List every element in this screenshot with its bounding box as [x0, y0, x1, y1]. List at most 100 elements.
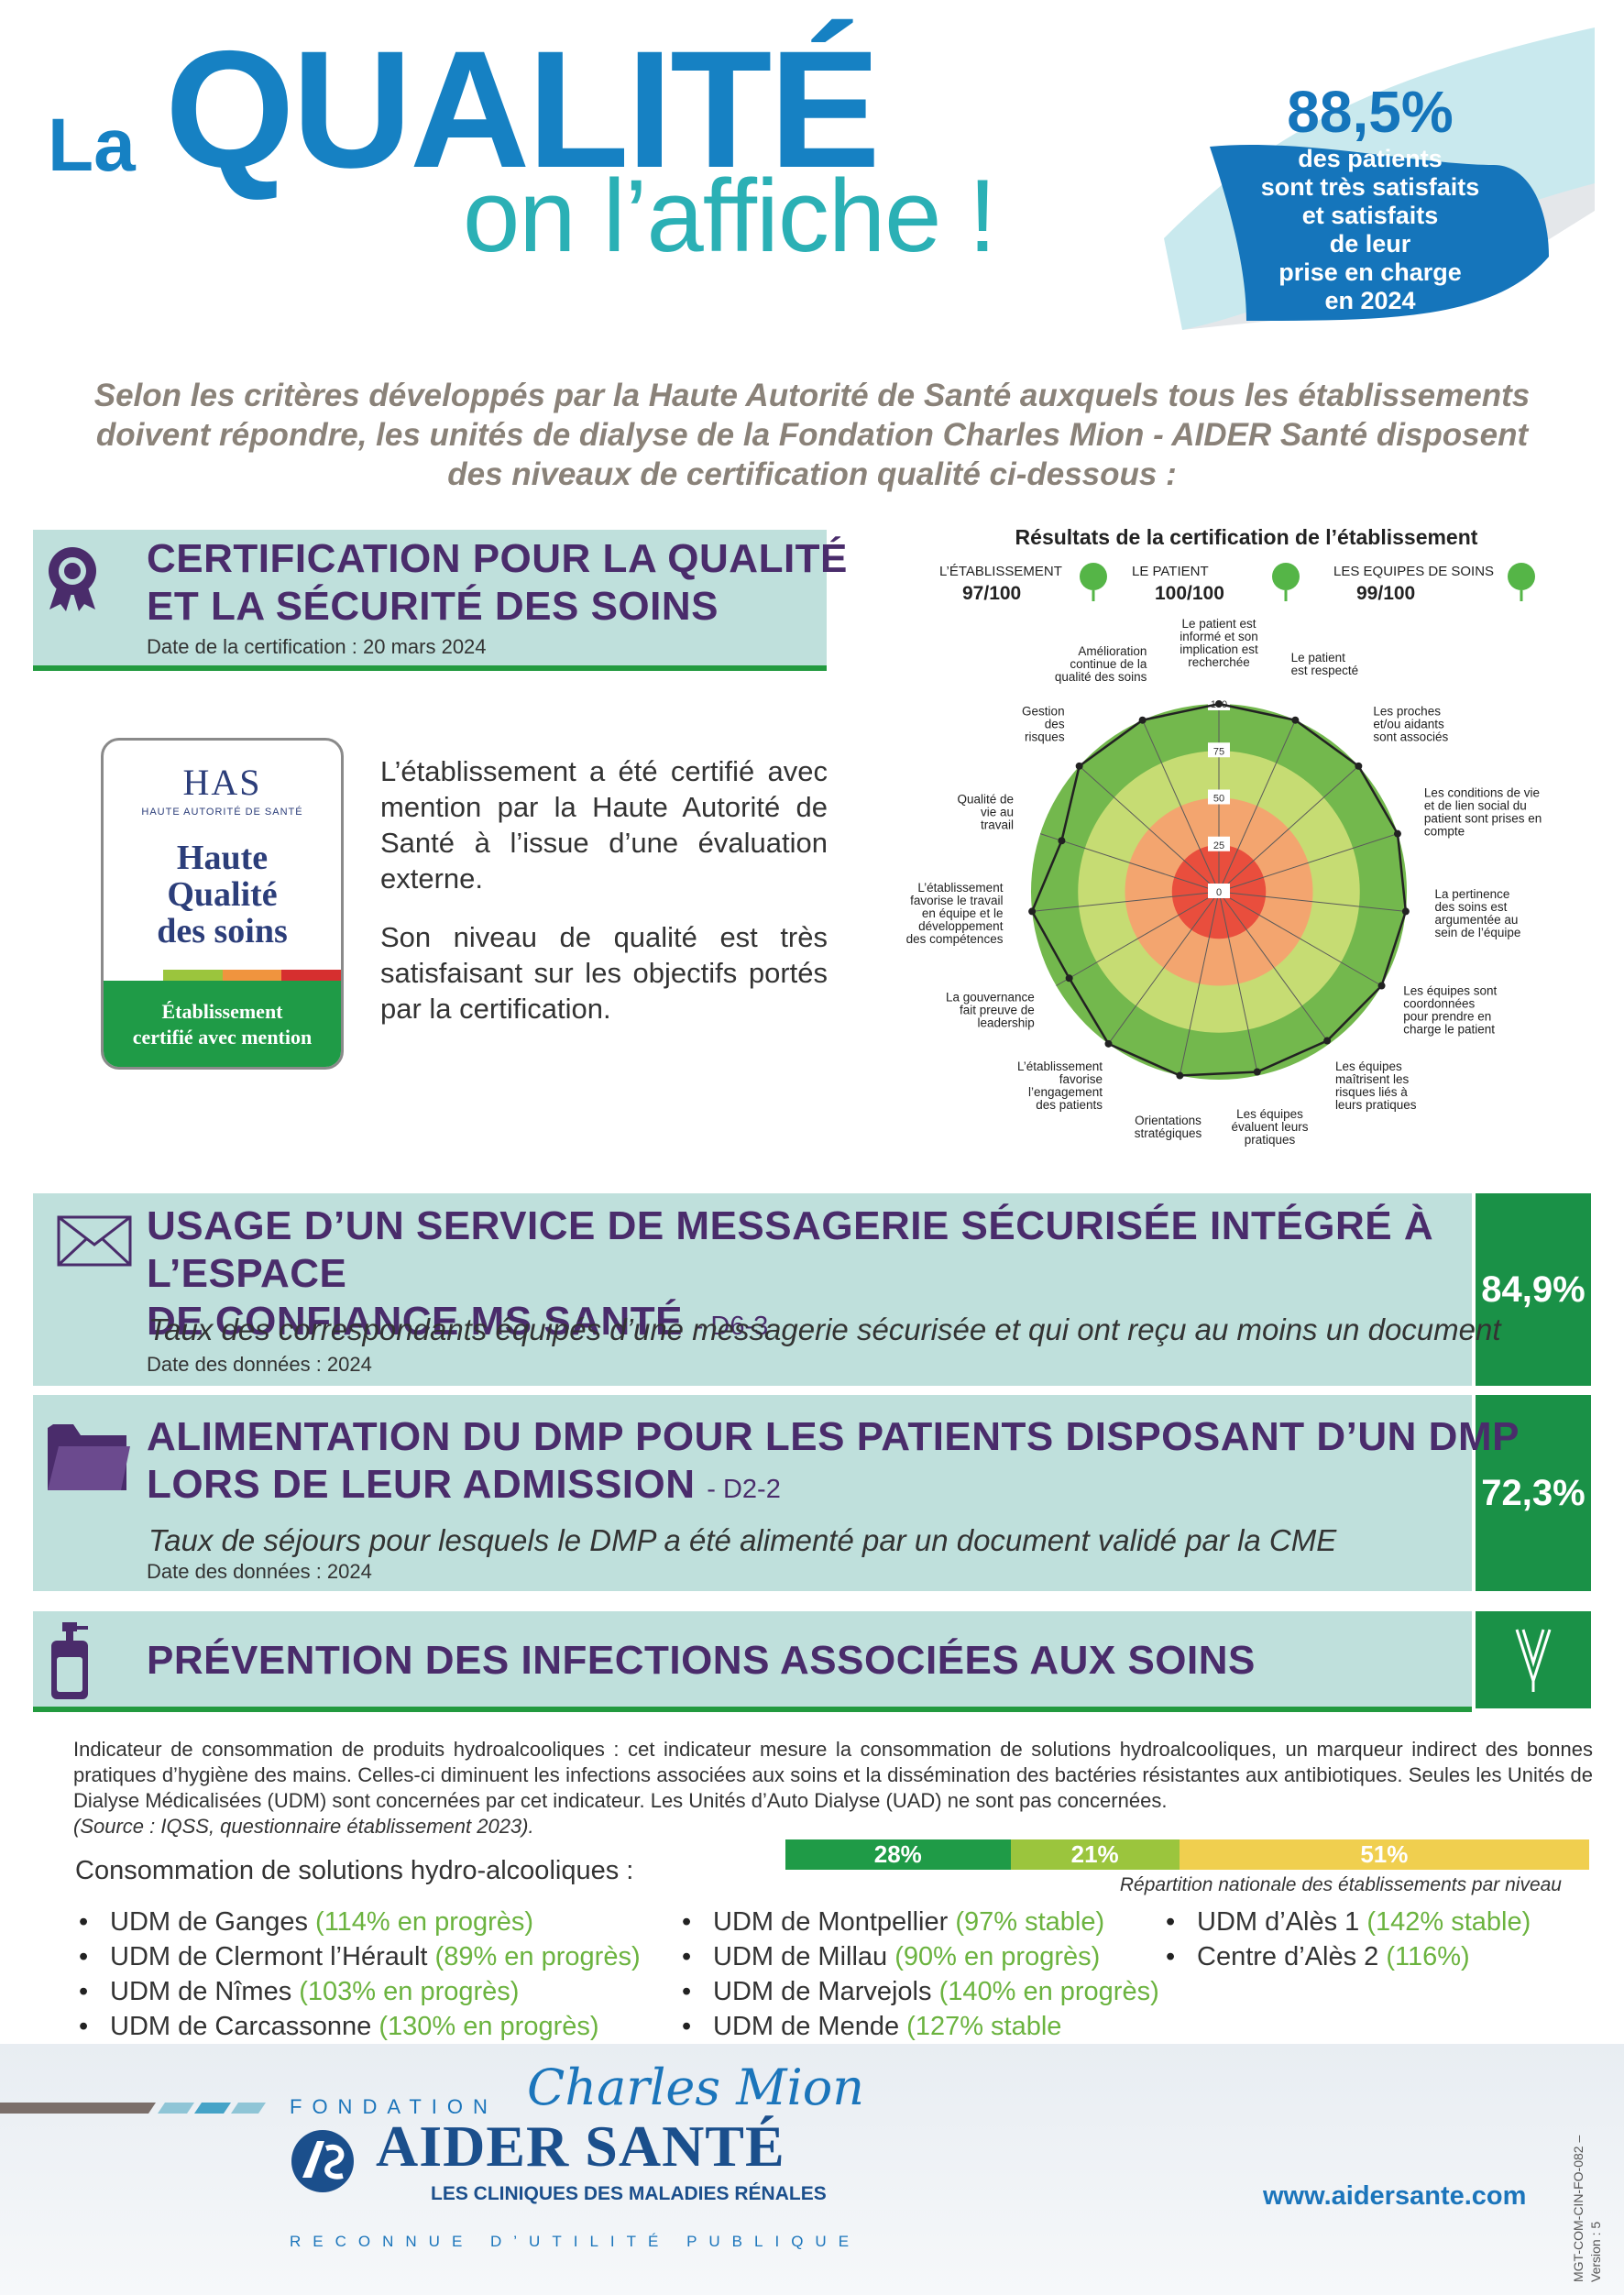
radar-spoke	[1218, 833, 1399, 893]
down-arrow-icon	[1515, 1629, 1552, 1692]
radar-spoke	[1218, 891, 1406, 912]
footer-stripes	[0, 2103, 266, 2114]
distribution-segment: 28%	[785, 1839, 1011, 1870]
radar-point	[1323, 1037, 1332, 1045]
has-label-footer-line1: Établissement	[161, 1000, 283, 1023]
footer-cliniques: LES CLINIQUES DES MALADIES RÉNALES	[431, 2183, 827, 2204]
dmp-title: ALIMENTATION DU DMP POUR LES PATIENTS DI…	[147, 1413, 1520, 1509]
messagerie-date: Date des données : 2024	[147, 1353, 372, 1376]
radar-spoke	[1218, 891, 1259, 1076]
footer-charles-mion: Charles Mion	[527, 2059, 865, 2116]
certification-date: Date de la certification : 20 mars 2024	[147, 635, 487, 658]
radar-series-line	[1030, 702, 1408, 1077]
udm-status: (103% en progrès)	[299, 1977, 520, 2006]
dmp-title-line1: ALIMENTATION DU DMP POUR LES PATIENTS DI…	[147, 1414, 1520, 1459]
radar-point	[1176, 1071, 1184, 1080]
udm-list-item: Centre d’Alès 2 (116%)	[1162, 1939, 1531, 1974]
certification-radar-chart: Résultats de la certification de l’établ…	[906, 525, 1542, 1147]
udm-status: (142% stable)	[1366, 1907, 1531, 1937]
radar-spoke	[1039, 833, 1220, 893]
satisfaction-line: prise en charge	[1278, 258, 1462, 286]
radar-score-label: LES EQUIPES DE SOINS	[1333, 564, 1494, 579]
certification-band-underline	[33, 665, 827, 671]
has-label-footer: Établissement certifié avec mention	[104, 981, 341, 1067]
dmp-score: 72,3%	[1476, 1395, 1591, 1591]
satisfaction-block: 88,5% des patients sont très satisfaits …	[1219, 82, 1521, 315]
satisfaction-line: sont très satisfaits	[1260, 173, 1480, 201]
udm-status: (97% stable)	[955, 1907, 1105, 1937]
has-label-footer-line2: certifié avec mention	[132, 1026, 313, 1049]
satisfaction-line: et satisfaits	[1301, 202, 1439, 229]
footer	[0, 2044, 1624, 2295]
udm-name: UDM de Carcassonne	[110, 2012, 379, 2041]
aider-logo-icon	[291, 2130, 354, 2192]
radar-point	[1138, 716, 1147, 724]
radar-score-value: 97/100	[962, 583, 1021, 604]
udm-name: UDM de Marvejols	[713, 1977, 939, 2006]
messagerie-title: USAGE D’UN SERVICE DE MESSAGERIE SÉCURIS…	[147, 1202, 1624, 1345]
radar-tick-bg	[1208, 884, 1230, 898]
messagerie-band	[33, 1193, 1472, 1386]
radar-tick-bg	[1208, 789, 1230, 805]
dmp-date: Date des données : 2024	[147, 1560, 372, 1583]
dmp-code: - D2-2	[707, 1475, 781, 1504]
udm-name: UDM de Montpellier	[713, 1907, 956, 1937]
radar-point	[1104, 1039, 1113, 1048]
udm-list-item: UDM de Carcassonne (130% en progrès)	[75, 2009, 641, 2044]
score-ok-icon	[1508, 563, 1535, 590]
radar-score-value: 99/100	[1356, 583, 1415, 604]
radar-spoke	[1108, 891, 1220, 1045]
radar-spoke	[1218, 765, 1359, 893]
udm-list-column-2: UDM de Montpellier (97% stable)UDM de Mi…	[678, 1905, 1159, 2044]
header-affiche: on l’affiche !	[463, 159, 997, 273]
udm-name: UDM de Mende	[713, 2012, 907, 2041]
dmp-description: Taux de séjours pour lesquels le DMP a é…	[148, 1523, 1337, 1557]
udm-status: (130% en progrès)	[379, 2012, 599, 2041]
radar-score-value: 100/100	[1155, 583, 1224, 604]
udm-list-item: UDM de Clermont l’Hérault (89% en progrè…	[75, 1939, 641, 1974]
radar-spoke	[1218, 891, 1330, 1045]
document-reference-line2: Version : 5	[1588, 2221, 1603, 2282]
dmp-title-line2: LORS DE LEUR ADMISSION	[147, 1462, 696, 1507]
udm-name: UDM de Ganges	[110, 1907, 316, 1937]
udm-name: UDM de Nîmes	[110, 1977, 300, 2006]
radar-tick-label: 0	[1216, 887, 1222, 898]
hand-sanitizer-icon	[51, 1622, 88, 1699]
radar-spoke	[1079, 765, 1220, 893]
score-ok-icon	[1272, 563, 1300, 590]
udm-list-column-1: UDM de Ganges (114% en progrès)UDM de Cl…	[75, 1905, 641, 2044]
satisfaction-line: en 2024	[1324, 287, 1416, 314]
satisfaction-line: des patients	[1298, 145, 1443, 172]
website-link[interactable]: www.aidersante.com	[1263, 2181, 1527, 2211]
distribution-segment: 51%	[1179, 1839, 1589, 1870]
radar-score-label: L’ÉTABLISSEMENT	[939, 564, 1062, 579]
radar-point	[1393, 829, 1401, 838]
radar-point	[1065, 974, 1073, 983]
satisfaction-ribbon	[1164, 27, 1595, 330]
udm-status: (127% stable	[906, 2012, 1062, 2041]
udm-list-item: UDM de Millau (90% en progrès)	[678, 1939, 1159, 1974]
rosette-icon	[49, 547, 96, 611]
radar-tick-label: 25	[1213, 840, 1224, 851]
radar-spoke	[1179, 891, 1220, 1076]
radar-title: Résultats de la certification de l’établ…	[1015, 525, 1478, 549]
radar-point	[1028, 907, 1037, 916]
messagerie-code: - D6-3	[694, 1312, 769, 1341]
radar-point	[1377, 982, 1386, 990]
messagerie-title-line1: USAGE D’UN SERVICE DE MESSAGERIE SÉCURIS…	[147, 1203, 1434, 1296]
radar-point	[1253, 1068, 1261, 1076]
udm-name: UDM d’Alès 1	[1197, 1907, 1367, 1937]
